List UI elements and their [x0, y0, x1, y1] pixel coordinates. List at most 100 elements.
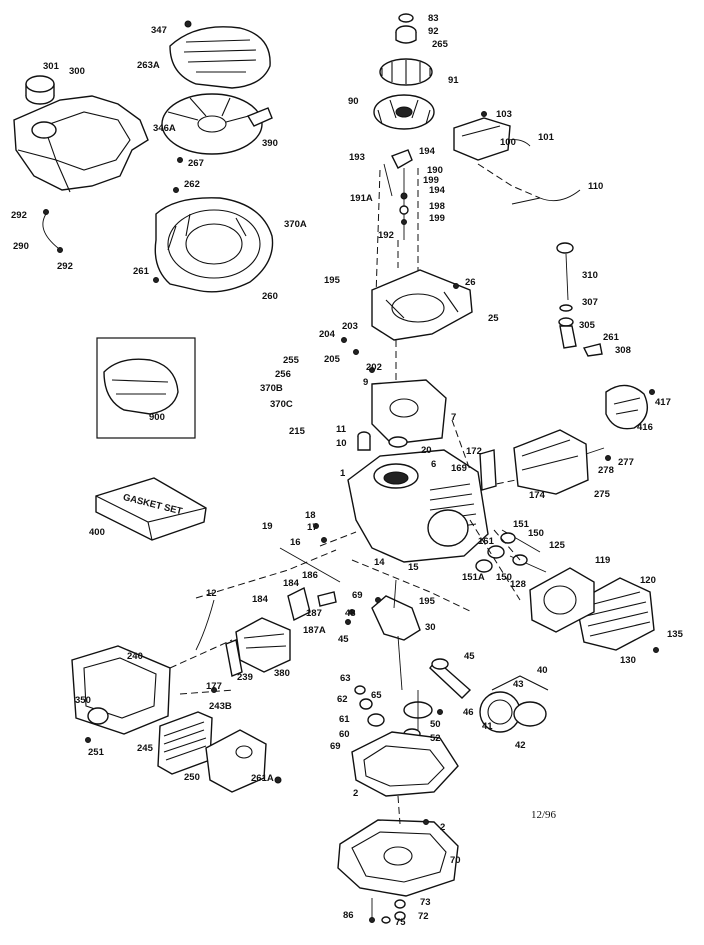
part-label-l275: 275 — [594, 489, 611, 500]
part-label-l45b: 45 — [464, 651, 475, 662]
governor-gear — [354, 685, 385, 727]
part-label-l69: 69 — [352, 590, 363, 601]
part-label-l52: 52 — [430, 733, 441, 744]
part-label-l18: 18 — [305, 510, 316, 521]
part-label-l240: 240 — [127, 651, 143, 662]
part-label-l150b: 150 — [496, 572, 512, 583]
part-label-l19: 19 — [262, 521, 273, 532]
part-label-l346a: 346A — [153, 123, 176, 134]
governor-linkage — [383, 149, 413, 240]
part-label-l187: 187 — [306, 608, 322, 619]
blower-housing — [154, 197, 274, 293]
part-label-l347: 347 — [151, 25, 167, 36]
part-label-l301: 301 — [43, 61, 60, 72]
part-label-l177: 177 — [206, 681, 222, 692]
part-label-l92: 92 — [428, 26, 439, 37]
valve-springs — [475, 529, 547, 573]
part-label-l417: 417 — [655, 397, 671, 408]
part-label-l245: 245 — [137, 743, 154, 754]
part-label-l30: 30 — [425, 622, 436, 633]
part-label-l86: 86 — [343, 910, 354, 921]
part-label-l265: 265 — [432, 39, 449, 50]
cylinder-block — [347, 449, 489, 563]
part-label-l7: 7 — [451, 412, 456, 423]
part-label-l174: 174 — [529, 490, 546, 501]
part-label-l193: 193 — [349, 152, 365, 163]
part-label-l61: 61 — [339, 714, 350, 725]
part-label-l292a: 292 — [11, 210, 27, 221]
carb-leader-2 — [179, 689, 235, 695]
air-filter — [157, 711, 213, 775]
part-label-l161: 161 — [478, 536, 495, 547]
part-label-l292b: 292 — [57, 261, 73, 272]
part-label-l135: 135 — [667, 629, 684, 640]
ground-wire-leader — [477, 163, 541, 199]
part-label-l130: 130 — [620, 655, 636, 666]
part-label-l251: 251 — [88, 747, 105, 758]
part-label-l62: 62 — [337, 694, 348, 705]
part-label-l72: 72 — [418, 911, 429, 922]
part-label-l203: 203 — [342, 321, 358, 332]
ground-wire — [539, 189, 581, 202]
part-label-l169: 169 — [451, 463, 467, 474]
sump-gasket — [351, 731, 459, 797]
part-label-l390: 390 — [262, 138, 278, 149]
exhaust-gasket — [479, 449, 497, 491]
part-label-l120: 120 — [640, 575, 656, 586]
assembly-leader-2 — [319, 531, 357, 547]
ground-wire-end — [511, 197, 541, 205]
muffler — [513, 429, 605, 495]
part-label-l370a: 370A — [284, 219, 307, 230]
linkage-leader-left — [375, 169, 381, 297]
part-label-l199b: 199 — [429, 213, 445, 224]
throttle-link — [279, 547, 341, 607]
assembly-leader-3 — [351, 559, 473, 613]
fuel-cap — [25, 75, 55, 105]
connecting-rod — [429, 658, 472, 699]
part-label-l202: 202 — [366, 362, 382, 373]
part-label-l9: 9 — [363, 377, 368, 388]
breather-gasket — [371, 379, 447, 445]
part-label-l308: 308 — [615, 345, 631, 356]
part-label-l48a: 48 — [345, 608, 356, 619]
part-label-l50: 50 — [430, 719, 441, 730]
part-label-l310: 310 — [582, 270, 598, 281]
part-label-l204: 204 — [319, 329, 336, 340]
part-label-l243b: 243B — [209, 701, 232, 712]
fasteners — [85, 157, 659, 923]
control-bracket — [371, 269, 473, 341]
gasket-set-box: GASKET SET — [95, 477, 207, 541]
part-label-l370b: 370B — [260, 383, 283, 394]
assembly-leader-5 — [469, 519, 521, 601]
part-label-l73: 73 — [420, 897, 431, 908]
part-label-l151b: 151A — [462, 572, 485, 583]
part-label-l69b: 69 — [330, 741, 341, 752]
ignition-module — [453, 111, 531, 161]
part-label-l17: 17 — [307, 522, 318, 533]
rewind-starter — [161, 93, 273, 155]
part-label-l25: 25 — [488, 313, 499, 324]
part-label-l128: 128 — [510, 579, 526, 590]
part-label-l65: 65 — [371, 690, 382, 701]
base-leader — [397, 795, 401, 825]
part-label-l42: 42 — [515, 740, 526, 751]
part-label-l190: 190 — [427, 165, 443, 176]
part-label-l187a: 187A — [303, 625, 326, 636]
part-label-l900: 900 — [149, 412, 165, 423]
part-label-l300: 300 — [69, 66, 85, 77]
part-label-l41: 41 — [482, 721, 493, 732]
part-label-l278: 278 — [598, 465, 614, 476]
part-label-l380: 380 — [274, 668, 290, 679]
engine-cover — [169, 20, 271, 89]
part-label-l261b: 261 — [603, 332, 620, 343]
part-label-l305: 305 — [579, 320, 596, 331]
part-label-l263a: 263A — [137, 60, 160, 71]
carb-gasket — [225, 586, 311, 677]
part-label-l215: 215 — [289, 426, 306, 437]
part-label-l63: 63 — [340, 673, 351, 684]
part-label-l125: 125 — [549, 540, 566, 551]
part-label-l90: 90 — [348, 96, 359, 107]
